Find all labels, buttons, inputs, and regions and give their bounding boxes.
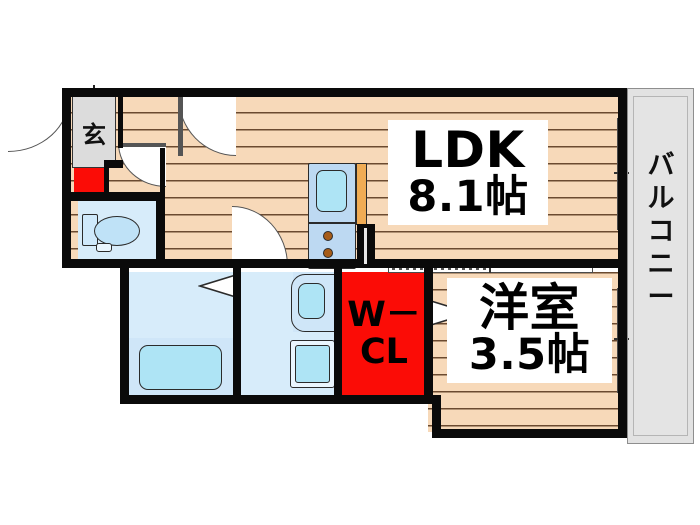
- wall-washroom-wcl: [334, 265, 342, 400]
- kitchen-post-slot: [364, 228, 367, 264]
- entrance-label: 玄: [72, 96, 116, 168]
- wall-left-outer: [62, 88, 71, 268]
- wall-genkan-right: [118, 96, 123, 148]
- bathtub: [139, 345, 222, 390]
- stove-burner-rear: [323, 248, 333, 258]
- wall-wcl-bedroom-step: [432, 395, 441, 438]
- wall-ldk-south: [190, 259, 440, 268]
- wall-right-outer: [618, 88, 627, 268]
- wall-bath-bottom: [120, 395, 440, 404]
- bedroom-label-line1: 洋室: [479, 279, 580, 338]
- room-walk-in-closet: [340, 272, 428, 397]
- wcl-label-line2: CL: [360, 332, 408, 372]
- balcony-label-char-2: コ: [647, 215, 675, 247]
- ldk-label: LDK 8.1帖: [388, 120, 548, 225]
- wall-wcl-bedroom: [424, 265, 433, 400]
- washing-machine: [295, 345, 330, 383]
- wall-toilet-right: [156, 192, 165, 268]
- wall-genkan-step: [104, 160, 123, 168]
- kitchen-counter: [356, 163, 367, 225]
- wall-bath-washroom: [233, 265, 241, 400]
- washbasin-bowl: [298, 283, 325, 319]
- entrance-label-text: 玄: [82, 120, 106, 149]
- balcony-outer-frame: [627, 88, 694, 444]
- stove-burner-front: [323, 231, 333, 241]
- balcony-label-char-1: ル: [647, 182, 675, 214]
- wall-ldk-south-right: [440, 259, 620, 268]
- wall-right-outer-lower: [618, 268, 627, 438]
- bedroom-label-line2: 3.5帖: [468, 330, 591, 381]
- balcony-label-char-0: バ: [647, 150, 675, 181]
- ldk-label-line2: 8.1帖: [407, 172, 529, 223]
- wall-corridor-right: [160, 148, 165, 196]
- balcony-label-char-4: ー: [647, 281, 675, 313]
- ldk-label-line1: LDK: [411, 121, 525, 180]
- wcl-label-line1: W－: [347, 295, 421, 336]
- wall-top-outer: [62, 88, 627, 97]
- balcony-label-char-3: ニ: [647, 248, 675, 280]
- kitchen-sink: [316, 170, 347, 212]
- shoe-cabinet: [74, 168, 104, 196]
- wall-bath-left-outer: [120, 265, 129, 404]
- entrance-door-swing: [8, 96, 70, 152]
- kitchen-divider-line: [308, 222, 356, 224]
- walk-in-closet-label: W－ CL: [340, 278, 428, 390]
- wall-toilet-top: [62, 192, 165, 201]
- ldk-top-door-leaf[interactable]: [178, 96, 183, 156]
- wall-shoebox-right: [104, 160, 109, 200]
- toilet-bowl: [94, 216, 140, 246]
- genkan-inner-door-leaf[interactable]: [118, 143, 166, 147]
- bedroom-label: 洋室 3.5帖: [447, 278, 612, 383]
- balcony-label: バ ル コ ニ ー: [639, 150, 683, 380]
- wall-bedroom-bottom: [432, 429, 627, 438]
- balcony-inner-slab: [633, 96, 688, 436]
- entrance-tile: [72, 96, 116, 168]
- toilet-flush-lever: [96, 243, 112, 252]
- wall-toilet-bottom: [62, 259, 190, 268]
